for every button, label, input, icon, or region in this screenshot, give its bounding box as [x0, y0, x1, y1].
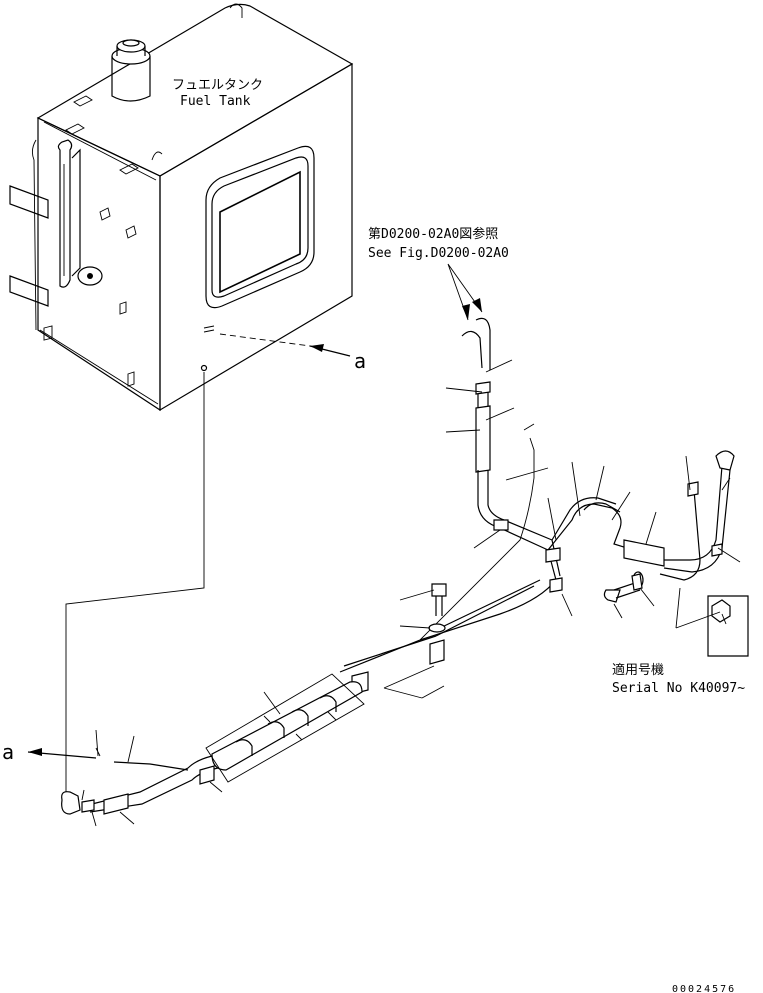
serial-label-en: Serial No K40097~ [612, 681, 745, 696]
filler-cap [111, 39, 151, 102]
tank-label-jp: フュエルタンク [172, 78, 263, 93]
protective-sleeve [205, 673, 365, 783]
tank-right-face [159, 62, 353, 412]
part-leader-lines [81, 359, 741, 827]
hose-end-fitting [61, 791, 81, 815]
reference-label-jp: 第D0200-02A0図参照 [368, 226, 498, 242]
washer-middle [428, 623, 446, 633]
mounting-bolt-right [603, 571, 644, 603]
fuel-hoses [61, 317, 749, 815]
tank-top-face [36, 3, 354, 177]
figure-number: 00024576 [672, 984, 736, 993]
inspection-window [205, 145, 315, 309]
mounting-bolt-middle [428, 583, 447, 633]
tank-label-en: Fuel Tank [180, 94, 251, 109]
clamp-middle [429, 639, 445, 665]
serial-detail-box [707, 595, 749, 657]
tank-side-fittings [9, 139, 137, 387]
drain-plug [200, 364, 208, 372]
fuel-tank [9, 3, 354, 412]
drain-leader-line [65, 372, 205, 800]
view-marker-left: a [2, 740, 14, 764]
clamp-upper [475, 381, 491, 395]
hose-sleeve-right [623, 539, 665, 567]
view-marker-right: a [354, 349, 366, 373]
reference-label-en: See Fig.D0200-02A0 [368, 246, 509, 261]
nut-detail [711, 599, 731, 623]
tank-left-face [37, 117, 161, 412]
lifting-eye [229, 3, 243, 18]
serial-label-jp: 適用号機 [612, 662, 664, 678]
